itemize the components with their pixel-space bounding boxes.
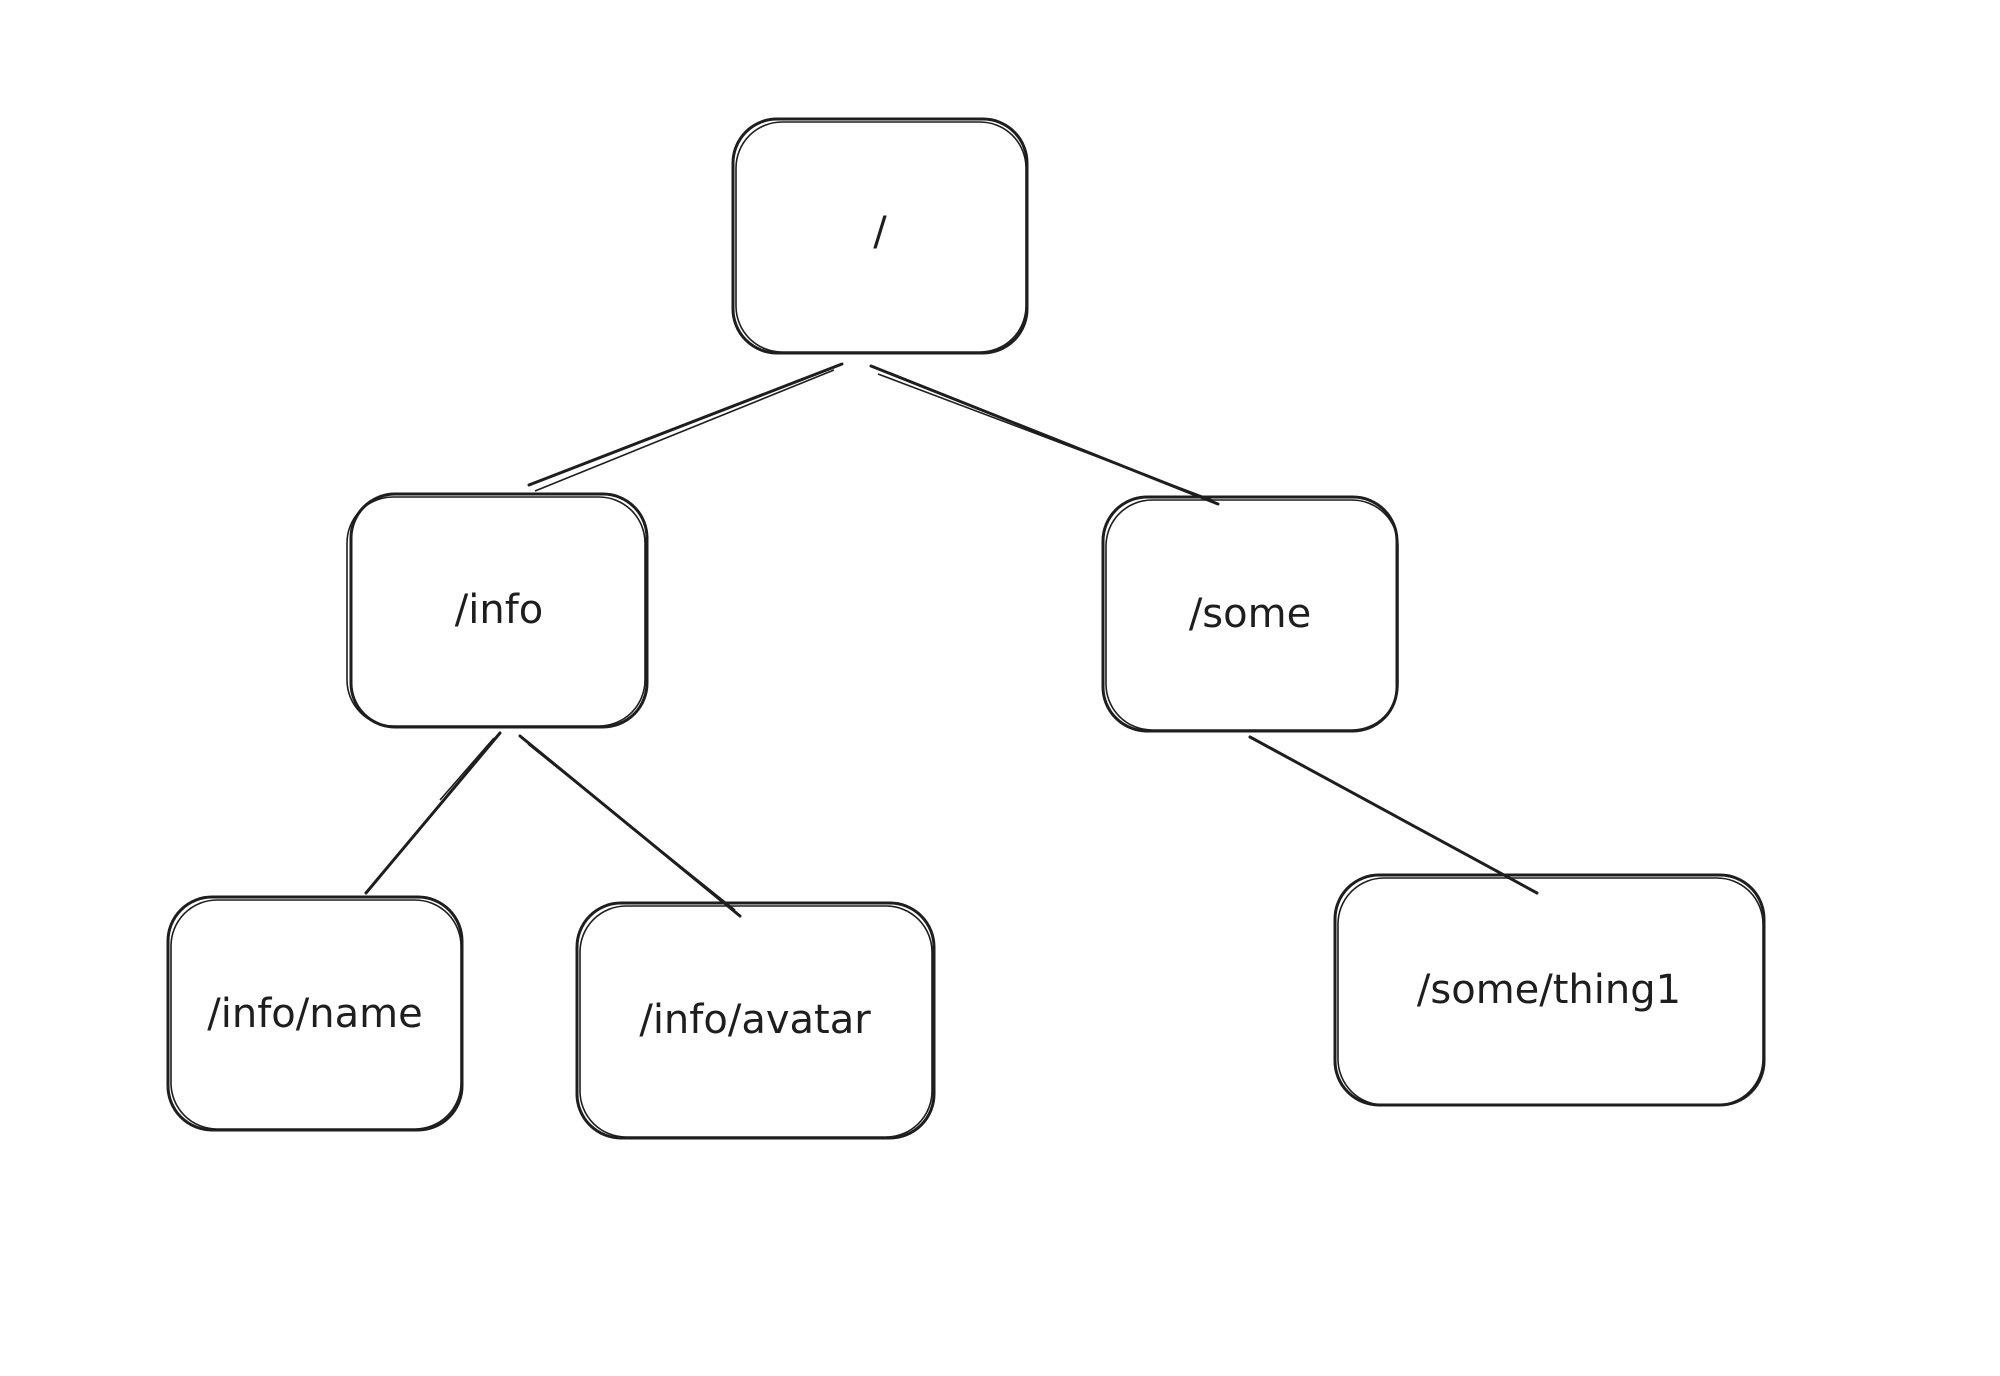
- edge-info-avatar: [518, 734, 742, 918]
- node-label: /info/avatar: [639, 997, 871, 1043]
- edge-root-some: [869, 364, 1220, 506]
- edge-root-info: [527, 362, 844, 492]
- node-info-avatar: /info/avatar: [575, 901, 936, 1140]
- node-label: /: [873, 209, 887, 255]
- node-label: /info/name: [207, 991, 422, 1037]
- edges: [364, 362, 1539, 918]
- node-label: /some/thing1: [1417, 967, 1681, 1013]
- node-root: /: [731, 117, 1029, 355]
- edge-some-thing1: [1248, 735, 1539, 895]
- node-label: /some: [1189, 591, 1311, 637]
- node-some: /some: [1101, 495, 1399, 733]
- node-info: /info: [346, 492, 649, 729]
- node-label: /info: [455, 587, 544, 633]
- node-some-thing1: /some/thing1: [1333, 873, 1766, 1107]
- node-info-name: /info/name: [166, 895, 464, 1132]
- edge-info-name: [364, 731, 502, 895]
